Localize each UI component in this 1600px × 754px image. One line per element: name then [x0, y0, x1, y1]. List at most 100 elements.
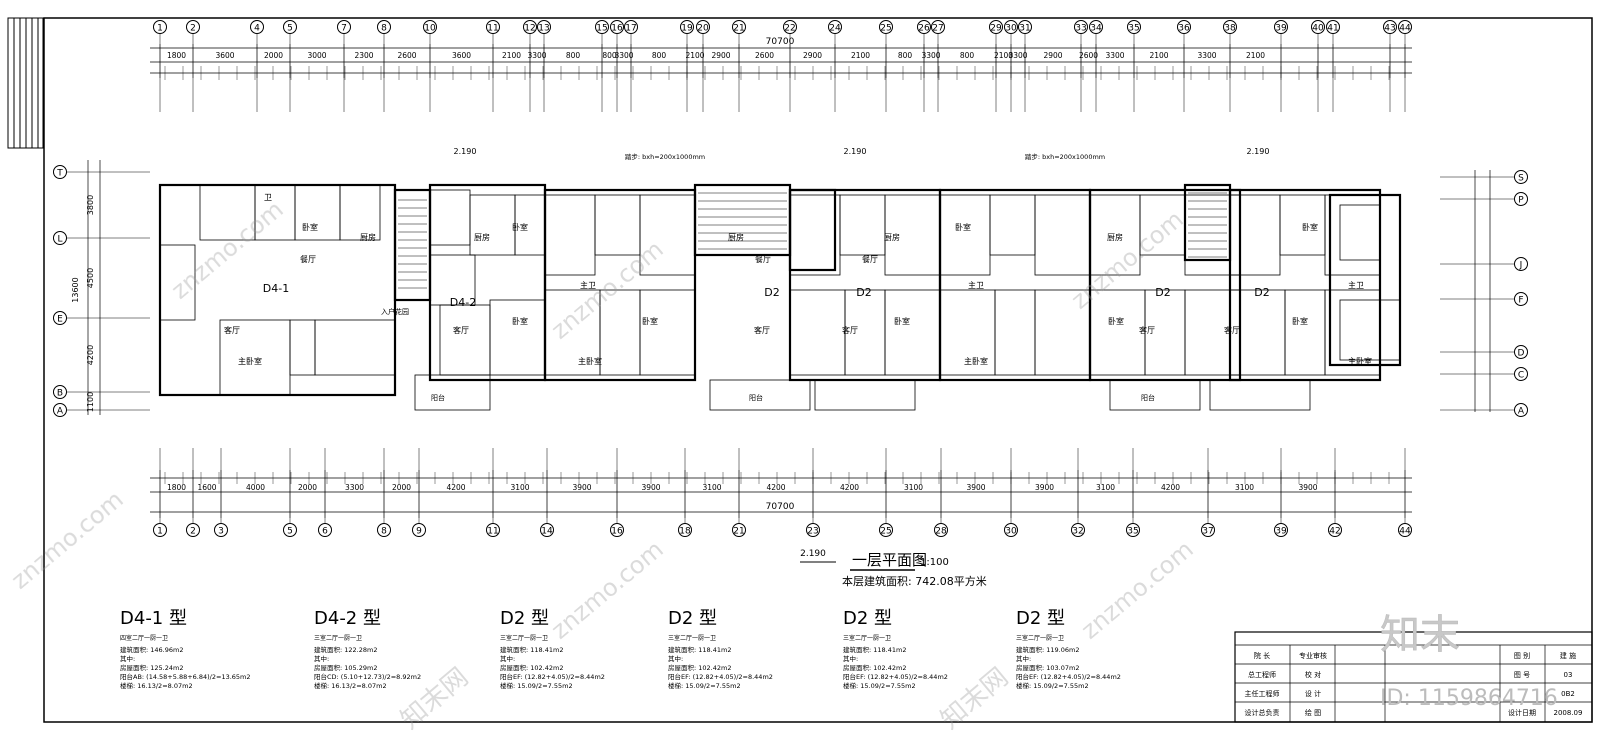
unit-type-line: 建筑面积: 118.41m2 [843, 645, 906, 654]
axis-bubble-bottom [1328, 523, 1342, 537]
axis-bubble-bottom [412, 523, 426, 537]
unit-type-line: 阳台EF: (12.82+4.05)/2=8.44m2 [500, 672, 605, 681]
dimension-value-top: 2100 [502, 51, 521, 60]
unit-label-d2: D2 [856, 286, 871, 299]
room-label-master-bedroom: 主卧室 [964, 356, 988, 366]
axis-label-left: E [57, 315, 63, 325]
axis-label-top: 15 [596, 24, 607, 34]
title-block-cell: 03 [1564, 671, 1573, 679]
axis-bubble-bottom [318, 523, 332, 537]
title-block-cell: 图 号 [1514, 671, 1530, 679]
room-outline [1184, 289, 1241, 376]
dimension-value-top: 2100 [851, 51, 870, 60]
axis-label-bottom: 14 [541, 527, 553, 537]
unit-type-line: 其中: [1016, 654, 1031, 663]
dimension-value-left: 4200 [86, 345, 95, 365]
wall-outline [543, 188, 697, 382]
dimension-value-top: 3300 [1197, 51, 1216, 60]
axis-bubble-bottom [934, 523, 948, 537]
axis-label-right: C [1518, 371, 1524, 381]
unit-type-subtitle: 三室二厅一厨一卫 [843, 634, 891, 642]
axis-label-top: 1 [157, 24, 163, 34]
unit-type-line: 其中: [120, 654, 135, 663]
stair-note: 踏步: bxh=200x1000mm [1025, 152, 1105, 161]
room-label-dining: 餐厅 [300, 255, 316, 264]
unit-type-line: 楼梯: 15.09/2=7.55m2 [500, 681, 573, 690]
unit-type-name: D2 型 [500, 608, 549, 629]
axis-bubble-bottom [610, 523, 624, 537]
axis-bubble-left [53, 385, 67, 399]
axis-label-top: 8 [381, 24, 387, 34]
axis-bubble-bottom [678, 523, 692, 537]
axis-bubble-left [53, 165, 67, 179]
title-block-cell: 设计日期 [1508, 708, 1536, 717]
axis-bubble-bottom [806, 523, 820, 537]
room-label-bedroom: 卧室 [512, 222, 528, 232]
axis-bubble-right [1514, 367, 1528, 381]
room-label-balcony: 阳台 [749, 393, 763, 402]
axis-bubble-bottom [1398, 523, 1412, 537]
unit-type-name: D2 型 [668, 608, 717, 629]
axis-label-top: 12 [524, 24, 535, 34]
room-outline [1339, 204, 1381, 261]
axis-bubble-bottom [1126, 523, 1140, 537]
room-outline [709, 379, 811, 411]
room-label-master-bedroom: 主卧室 [1348, 356, 1372, 366]
title-level: 2.190 [800, 549, 826, 559]
unit-type-line: 房屋面积: 125.24m2 [120, 663, 183, 672]
axis-bubble-top [989, 20, 1003, 34]
axis-bubble-bottom [377, 523, 391, 537]
axis-label-top: 30 [1005, 24, 1017, 34]
axis-bubble-bottom [1201, 523, 1215, 537]
unit-type-subtitle: 三室二厅一厨一卫 [314, 634, 362, 642]
axis-bubble-right [1514, 192, 1528, 206]
room-outline [814, 379, 916, 411]
dimension-value-top: 800 [602, 51, 617, 60]
dimension-value-bottom: 4000 [246, 483, 265, 492]
unit-label-d2: D2 [1254, 286, 1269, 299]
axis-label-top: 35 [1128, 24, 1139, 34]
unit-type-line: 楼梯: 15.09/2=7.55m2 [843, 681, 916, 690]
unit-type-line: 建筑面积: 118.41m2 [500, 645, 563, 654]
unit-type-line: 其中: [314, 654, 329, 663]
axis-label-bottom: 37 [1202, 527, 1213, 537]
unit-type-line: 楼梯: 16.13/2=8.07m2 [120, 681, 193, 690]
axis-label-bottom: 6 [322, 527, 328, 537]
axis-label-bottom: 9 [416, 527, 422, 537]
dimension-value-left: 3800 [86, 195, 95, 215]
dimension-value-left: 4500 [86, 268, 95, 288]
axis-bubble-top [537, 20, 551, 34]
unit-type-line: 楼梯: 15.09/2=7.55m2 [668, 681, 741, 690]
title-block-cell: 绘 图 [1305, 708, 1321, 717]
unit-type-line: 阳台AB: (14.58+5.88+6.84)/2=13.65m2 [120, 672, 251, 681]
axis-label-right: P [1518, 196, 1524, 206]
axis-bubble-bottom [153, 523, 167, 537]
dimension-value-bottom: 1800 [167, 483, 186, 492]
axis-bubble-top [595, 20, 609, 34]
room-label-kitchen: 厨房 [474, 232, 490, 242]
room-outline [1324, 289, 1381, 376]
dimension-value-bottom: 4200 [1161, 483, 1180, 492]
axis-label-top: 41 [1327, 24, 1338, 34]
axis-bubble-top [680, 20, 694, 34]
axis-label-top: 34 [1090, 24, 1102, 34]
axis-label-bottom: 11 [487, 527, 498, 537]
unit-type-line: 其中: [843, 654, 858, 663]
dimension-value-top: 2100 [1149, 51, 1168, 60]
axis-bubble-right [1514, 403, 1528, 417]
axis-bubble-top [1383, 20, 1397, 34]
room-label-living: 客厅 [1139, 325, 1155, 335]
axis-bubble-top [1177, 20, 1191, 34]
level-mark: 2.190 [844, 147, 867, 156]
axis-bubble-top [1274, 20, 1288, 34]
dimension-value-top: 2600 [755, 51, 774, 60]
dimension-value-top: 800 [898, 51, 913, 60]
room-label-master-bath: 主卫 [580, 280, 596, 290]
axis-label-top: 36 [1178, 24, 1190, 34]
dimension-value-left: 13600 [71, 277, 80, 302]
axis-bubble-top [1074, 20, 1088, 34]
unit-type-subtitle: 三室二厅一厨一卫 [668, 634, 716, 642]
axis-bubble-top [1398, 20, 1412, 34]
